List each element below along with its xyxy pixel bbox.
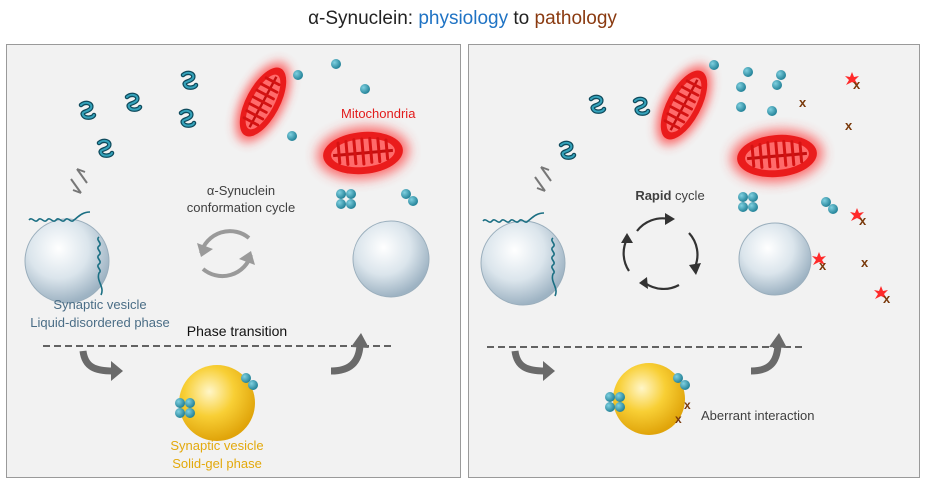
rapid-bold: Rapid (635, 188, 672, 203)
bead-icon (736, 82, 746, 92)
vesicle-liquid-icon (480, 220, 566, 306)
vesicle-label-line2: Liquid-disordered phase (30, 315, 170, 330)
svg-text:x: x (859, 213, 867, 228)
physiology-artwork (24, 45, 430, 441)
vesicle-liquid-icon (352, 220, 430, 298)
helix-icon (97, 236, 103, 296)
title-middle: to (508, 8, 535, 29)
mitochondrion-icon (645, 57, 723, 154)
bead-icon (293, 70, 303, 80)
svg-text:x: x (853, 77, 861, 92)
cycle-label-line1: α-Synuclein (206, 183, 276, 198)
svg-text:x: x (675, 412, 682, 426)
title-physiology: physiology (418, 8, 509, 29)
mitochondrion-icon (729, 126, 825, 186)
physiology-panel: Mitochondria α-Synuclein conformation cy… (6, 44, 461, 478)
aggregate-marks: x x (675, 398, 691, 426)
up-arrow-icon (750, 344, 782, 375)
monomer-icon (127, 95, 140, 110)
svg-text:x: x (819, 258, 827, 273)
bead-icon (709, 60, 719, 70)
title-prefix: α-Synuclein: (308, 8, 419, 29)
bead-icon (736, 102, 746, 112)
bead-icon (767, 106, 777, 116)
vesicle-label-line1: Synaptic vesicle (53, 297, 147, 312)
rapid-cycle-icon (622, 217, 699, 290)
monomer-icon (99, 141, 112, 156)
pathology-panel: x x x x x x x (468, 44, 920, 478)
dimer-icon (821, 197, 838, 214)
down-arrow-icon (79, 350, 114, 375)
aggregate-marks: x x x x x x x (799, 72, 891, 306)
helix-icon (28, 211, 91, 222)
svg-text:x: x (684, 398, 691, 412)
title-pathology: pathology (534, 8, 617, 29)
mitochondrion-icon (315, 123, 411, 183)
oligomer-icon (336, 189, 356, 209)
helix-icon (482, 212, 545, 223)
pathology-artwork: x x x x x x x (480, 45, 891, 435)
monomer-icon (181, 111, 194, 126)
vesicle-gel-icon (179, 365, 255, 441)
equilibrium-icon (534, 166, 552, 192)
figure-title: α-Synuclein: physiology to pathology (0, 8, 925, 30)
up-arrow-icon (330, 344, 364, 375)
vesicle-liquid-icon (738, 222, 812, 296)
svg-text:x: x (845, 118, 853, 133)
rapid-cycle-label: Rapid cycle (615, 187, 725, 204)
svg-text:x: x (799, 95, 807, 110)
monomer-icon (591, 97, 604, 112)
gel-label-line1: Synaptic vesicle (170, 438, 264, 453)
rapid-rest: cycle (671, 188, 705, 203)
oligomer-icon (738, 192, 758, 212)
vesicle-liquid-icon (24, 218, 110, 304)
vesicle-gel-icon (613, 363, 685, 435)
svg-text:x: x (861, 255, 869, 270)
bead-icon (776, 70, 786, 80)
equilibrium-icon (70, 168, 88, 194)
bead-icon (360, 84, 370, 94)
svg-text:x: x (883, 291, 891, 306)
down-arrow-icon (511, 350, 546, 375)
monomer-icon (635, 99, 648, 114)
bead-icon (743, 67, 753, 77)
monomer-icon (183, 73, 196, 88)
bead-icon (287, 131, 297, 141)
dimer-icon (401, 189, 418, 206)
bead-icon (331, 59, 341, 69)
helix-icon (551, 237, 557, 297)
phase-transition-label: Phase transition (186, 323, 288, 339)
aberrant-label: Aberrant interaction (701, 408, 815, 423)
mitochondria-label: Mitochondria (341, 106, 416, 121)
cycle-label-line2: conformation cycle (186, 200, 296, 215)
gel-label-line2: Solid-gel phase (172, 456, 262, 471)
monomer-icon (81, 103, 94, 118)
bead-icon (772, 80, 782, 90)
monomer-icon (561, 143, 574, 158)
